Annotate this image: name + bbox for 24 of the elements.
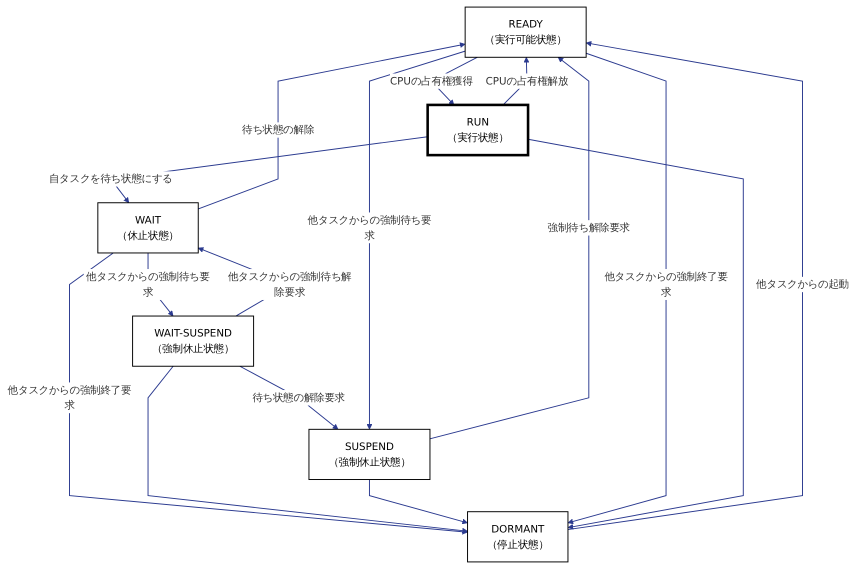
arrow: [366, 50, 466, 430]
arrow: [198, 42, 466, 210]
edge-label: CPUの占有権獲得: [390, 74, 473, 87]
edge-label: 他タスクからの強制終了要求: [8, 384, 132, 412]
node-box: SUSPEND （強制休止状態）: [308, 428, 430, 480]
node-box: READY （実行可能状態）: [464, 6, 587, 58]
arrow: [368, 479, 468, 524]
edge-label: 他タスクからの起動: [756, 278, 849, 290]
edge-label: 自タスクを待ち状態にする: [48, 172, 172, 185]
node-box: WAIT-SUSPEND （強制休止状態）: [132, 316, 254, 367]
edge-label: 強制待ち解除要求: [548, 221, 630, 234]
arrow: [568, 52, 667, 524]
node-box: DORMANT （停止状態）: [467, 511, 568, 562]
edge-label: 他タスクからの強制終了要求: [604, 270, 728, 298]
edge-label: CPUの占有権解放: [486, 74, 568, 87]
edge-label: 待ち状態の解除要求: [252, 391, 345, 404]
node-box: RUN （実行状態）: [426, 104, 530, 156]
edge-label: 待ち状態の解除: [242, 124, 314, 136]
edge-label: 他タスクからの強制待ち要求: [86, 270, 210, 298]
node-box: WAIT （休止状態）: [97, 202, 199, 254]
arrow: [567, 40, 803, 530]
edge-label: 他タスクからの強制待ち解除要求: [228, 270, 352, 298]
edge-label: 他タスクからの強制待ち要求: [308, 214, 432, 242]
arrow: [528, 138, 744, 530]
